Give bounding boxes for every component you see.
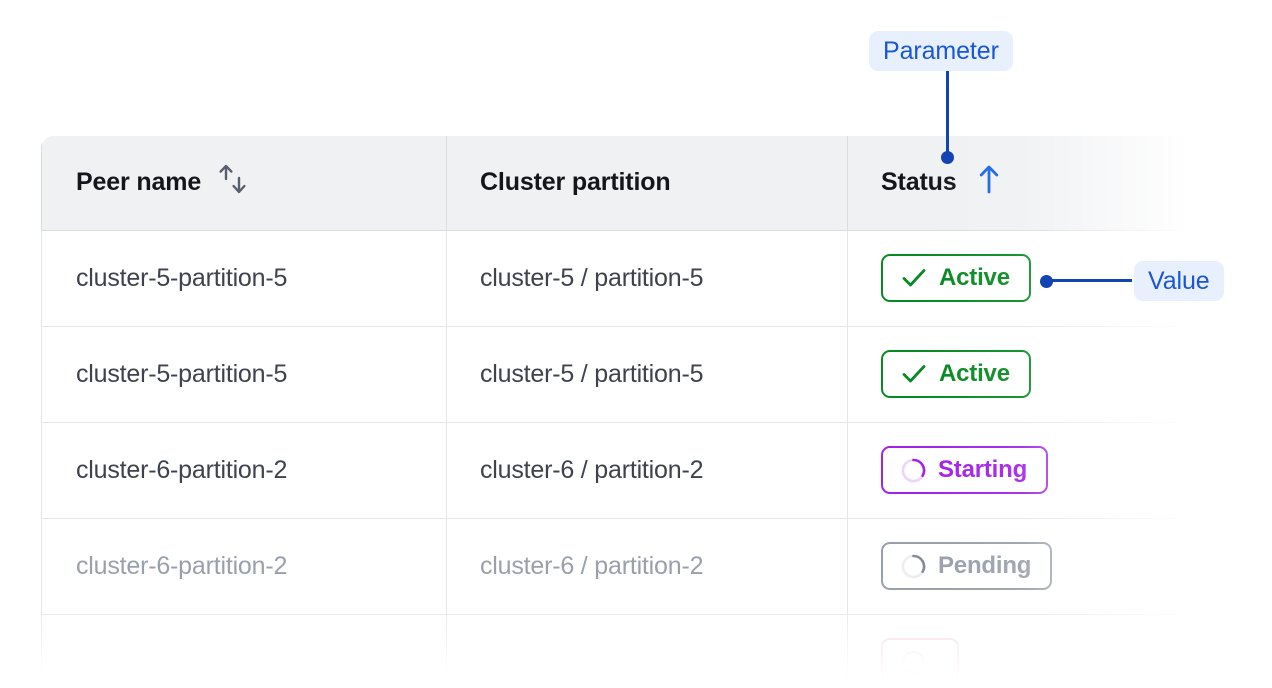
check-icon [900, 264, 928, 292]
cell-cluster-partition: cluster-5 / partition-5 [446, 230, 848, 327]
cell-status [847, 614, 1191, 688]
status-badge-label: Active [939, 360, 1010, 387]
status-badge-pending: Pending [881, 542, 1053, 590]
spinner-icon [900, 649, 927, 676]
status-badge-error [881, 638, 959, 686]
annotation-badge-parameter: Parameter [869, 31, 1013, 71]
annotation-badge-value: Value [1134, 261, 1224, 301]
cell-status: Active [847, 230, 1191, 327]
table-row[interactable]: cluster-5-partition-5 cluster-5 / partit… [41, 326, 1191, 423]
annotation-connector-value [1052, 279, 1132, 282]
column-header-status-label: Status [881, 168, 957, 197]
peers-table-container: Peer name [41, 136, 1191, 688]
table-row[interactable]: cluster-5-partition-5 cluster-5 / partit… [41, 230, 1191, 327]
cell-cluster-partition: cluster-5 / partition-5 [446, 326, 848, 423]
peers-table: Peer name [41, 136, 1191, 688]
cell-peer-name: cluster-5-partition-5 [41, 326, 447, 423]
cell-cluster-partition: cluster-6 / partition-2 [446, 422, 848, 519]
status-badge-active: Active [881, 254, 1031, 302]
status-badge-starting: Starting [881, 446, 1049, 494]
check-icon [900, 360, 928, 388]
cell-cluster-partition [446, 614, 848, 688]
status-badge-label: Active [939, 264, 1010, 291]
sort-up-icon[interactable] [974, 163, 1004, 202]
table-header: Peer name [41, 136, 1191, 231]
table-header-row: Peer name [41, 136, 1191, 231]
cell-status: Starting [847, 422, 1191, 519]
column-header-cluster-partition[interactable]: Cluster partition [446, 136, 848, 231]
column-header-peer-name-label: Peer name [76, 168, 202, 197]
cell-cluster-partition: cluster-6 / partition-2 [446, 518, 848, 615]
sort-updown-icon[interactable] [218, 163, 248, 202]
table-row[interactable]: cluster-6-partition-2 cluster-6 / partit… [41, 422, 1191, 519]
spinner-icon [900, 457, 927, 484]
annotation-dot-parameter [941, 151, 954, 164]
cell-peer-name: cluster-5-partition-5 [41, 230, 447, 327]
annotation-connector-parameter [946, 71, 949, 157]
cell-peer-name: cluster-6-partition-2 [41, 422, 447, 519]
cell-status: Pending [847, 518, 1191, 615]
status-badge-active: Active [881, 350, 1031, 398]
column-header-status[interactable]: Status [847, 136, 1191, 231]
spinner-icon [900, 553, 927, 580]
cell-peer-name: cluster-6-partition-2 [41, 518, 447, 615]
table-row[interactable]: cluster-6-partition-2 cluster-6 / partit… [41, 518, 1191, 615]
table-body: cluster-5-partition-5 cluster-5 / partit… [41, 230, 1191, 688]
table-row[interactable] [41, 614, 1191, 688]
status-badge-label: Starting [938, 456, 1028, 483]
column-header-peer-name[interactable]: Peer name [41, 136, 447, 231]
cell-peer-name [41, 614, 447, 688]
status-badge-label: Pending [938, 552, 1032, 579]
cell-status: Active [847, 326, 1191, 423]
annotation-dot-value [1040, 275, 1053, 288]
column-header-cluster-partition-label: Cluster partition [480, 168, 671, 197]
